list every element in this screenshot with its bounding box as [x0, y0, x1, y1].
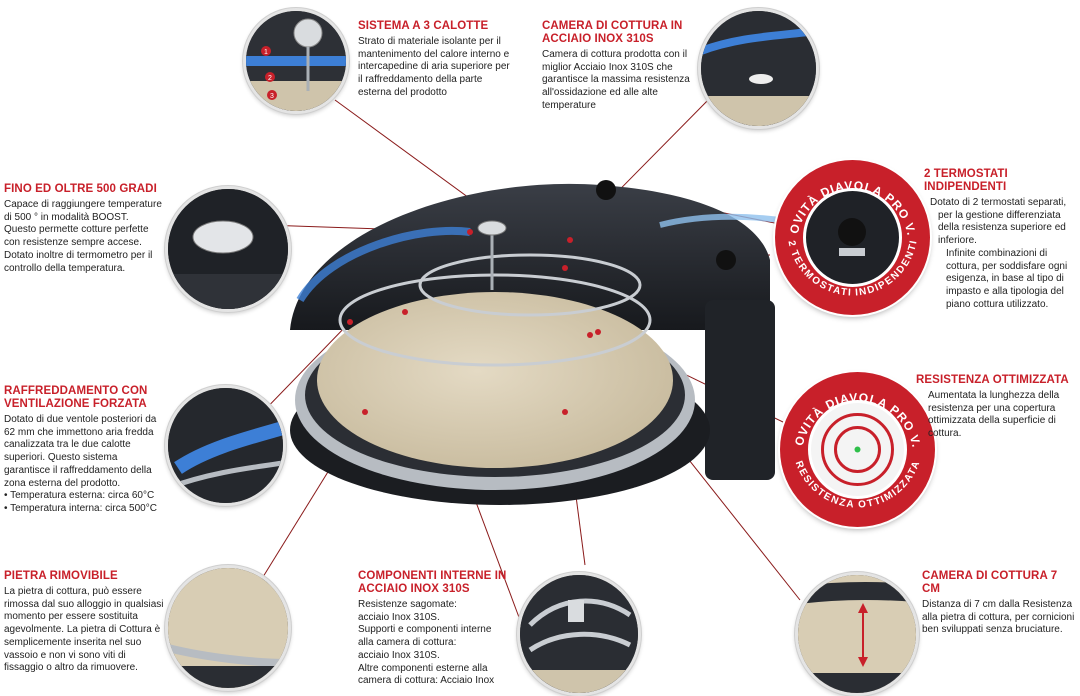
section-resistenza-line: Aumentata la lunghezza della — [928, 390, 1060, 401]
section-componenti-line: acciaio Inox 310S. — [358, 649, 440, 661]
section-resistenza-line: cottura. — [928, 428, 962, 440]
section-camera-inox: CAMERA DI COTTURA IN ACCIAIO INOX 310S C… — [542, 20, 702, 113]
section-raffreddamento-line: • Temperatura interna: circa 500°C — [4, 502, 157, 514]
callout-number-2: 2 — [268, 75, 272, 82]
detail-componenti-image — [517, 572, 641, 696]
section-pietra-line: agevolmente. La pietra di Cottura è — [4, 624, 161, 636]
section-calotte-line: il raffreddamento della parte — [358, 74, 483, 86]
section-camera7-line: Distanza di 7 cm dalla Resistenza — [922, 599, 1073, 610]
callout-number-3: 3 — [270, 93, 274, 100]
section-calotte-line: mantenimento del calore interno e — [358, 48, 510, 60]
section-componenti-line: Supporti e componenti interne — [358, 624, 492, 636]
section-camera7-line: alla pietra di cottura, per cornicioni — [922, 611, 1075, 623]
section-pietra: PIETRA RIMOVIBILE La pietra di cottura, … — [4, 570, 169, 675]
section-calotte: SISTEMA A 3 CALOTTE Strato di materiale … — [358, 20, 528, 100]
section-camera-inox-title: CAMERA DI COTTURA IN ACCIAIO INOX 310S — [542, 20, 702, 46]
section-gradi-line: Capace di raggiungere temperature — [4, 199, 162, 210]
section-camera-inox-line: miglior Acciaio Inox 310S che — [542, 61, 673, 73]
section-componenti: COMPONENTI INTERNE IN ACCIAIO INOX 310S … — [358, 570, 508, 688]
section-termostati-line: per la gestione differenziata — [938, 209, 1061, 221]
section-camera7-line: ben sviluppati senza bruciature. — [922, 624, 1063, 636]
section-raffreddamento-line: garantisce il raffreddamento della — [4, 464, 152, 476]
badge-resistenza: NOVITÀ DIAVOLA PRO V.3 RESISTENZA OTTIMI… — [775, 361, 935, 527]
section-raffreddamento-line: zona esterna del prodotto. — [4, 477, 121, 489]
section-raffreddamento-line: • Temperatura esterna: circa 60°C — [4, 490, 155, 502]
section-termostati-line: Infinite combinazioni di — [946, 247, 1048, 259]
section-pietra-title: PIETRA RIMOVIBILE — [4, 570, 118, 582]
section-termostati-line: della resistenza superiore ed — [938, 222, 1066, 234]
section-raffreddamento-title-line: VENTILAZIONE FORZATA — [4, 398, 147, 410]
section-raffreddamento-title: RAFFREDDAMENTO CON VENTILAZIONE FORZATA — [4, 385, 169, 411]
section-resistenza: RESISTENZA OTTIMIZZATA Aumentata la lung… — [916, 374, 1078, 441]
section-termostati-title: 2 TERMOSTATI INDIPENDENTI — [924, 168, 1008, 193]
section-pietra-line: momento per essere sostituita — [4, 611, 138, 623]
section-componenti-line: Resistenze sagomate: — [358, 599, 457, 610]
detail-camera-inox-image — [698, 8, 819, 129]
section-pietra-line: vassoio e non vi sono viti di — [4, 649, 126, 661]
section-gradi: FINO ED OLTRE 500 GRADI Capace di raggiu… — [4, 183, 164, 275]
section-calotte-line: Strato di materiale isolante per il — [358, 36, 501, 47]
section-pietra-line: fissaggio o altro da rimuovere. — [4, 662, 138, 674]
section-gradi-line: Dotato inoltre di termometro per il — [4, 249, 153, 261]
section-raffreddamento-title-line: RAFFREDDAMENTO CON — [4, 385, 148, 397]
section-resistenza-line: ottimizzata della superficie di — [928, 415, 1056, 427]
section-raffreddamento: RAFFREDDAMENTO CON VENTILAZIONE FORZATA … — [4, 385, 169, 516]
section-camera-inox-line: garantisce la massima resistenza — [542, 74, 690, 86]
section-calotte-line: intercapedine di aria superiore per — [358, 61, 510, 73]
section-termostati-line: impasto e alla tipologia del — [946, 285, 1064, 297]
detail-camera7-image — [795, 572, 919, 696]
callout-number-1: 1 — [264, 49, 268, 56]
section-gradi-line: di 500 ° in modalità BOOST. — [4, 211, 129, 223]
section-termostati-line: cottura, per soddisfare ogni — [946, 260, 1068, 272]
section-gradi-line: controllo della temperatura. — [4, 262, 126, 274]
section-camera-inox-title-line: ACCIAIO INOX 310S — [542, 33, 654, 45]
detail-calotte-image: 1 2 3 — [243, 8, 349, 114]
section-componenti-line: camera di cottura: Acciaio Inox — [358, 675, 495, 687]
section-pietra-line: semplicemente inserita nel suo — [4, 636, 142, 648]
badge-termostati: NOVITÀ DIAVOLA PRO V.3 2 TERMOSTATI INDI… — [770, 149, 930, 315]
section-calotte-title: SISTEMA A 3 CALOTTE — [358, 20, 489, 32]
section-componenti-title-line: ACCIAIO INOX 310S — [358, 583, 470, 595]
section-termostati-line: inferiore. — [938, 235, 977, 247]
section-camera-inox-line: Camera di cottura prodotta con il — [542, 49, 688, 60]
section-gradi-title: FINO ED OLTRE 500 GRADI — [4, 183, 157, 195]
section-raffreddamento-line: 62 mm che immettono aria fredda — [4, 426, 154, 438]
section-camera7: CAMERA DI COTTURA 7 CM Distanza di 7 cm … — [922, 570, 1078, 637]
section-componenti-title: COMPONENTI INTERNE IN ACCIAIO INOX 310S — [358, 570, 508, 596]
section-raffreddamento-line: superiori. Questo sistema — [4, 452, 118, 464]
section-camera-inox-line: all'ossidazione ed alle alte — [542, 87, 658, 99]
section-componenti-title-line: COMPONENTI INTERNE IN — [358, 570, 507, 582]
section-camera7-title: CAMERA DI COTTURA 7 CM — [922, 570, 1058, 595]
section-termostati-line: piano cottura utilizzato. — [946, 298, 1049, 310]
section-pietra-line: rimossa dal suo alloggio in qualsiasi — [4, 598, 164, 610]
section-termostati: 2 TERMOSTATI INDIPENDENTI Dotato di 2 te… — [924, 168, 1080, 311]
section-resistenza-title: RESISTENZA OTTIMIZZATA — [916, 374, 1069, 386]
section-termostati-line: Dotato di 2 termostati separati, — [930, 197, 1067, 208]
section-componenti-line: Altre componenti esterne alla — [358, 662, 488, 674]
section-raffreddamento-line: canalizzata tra le due calotte — [4, 439, 131, 451]
section-termostati-line: esigenza, in base al tipo di — [946, 273, 1064, 285]
section-gradi-line: con resistenze sempre accese. — [4, 237, 142, 249]
section-calotte-line: esterna del prodotto — [358, 86, 447, 98]
section-componenti-line: acciaio Inox 310S. — [358, 611, 440, 623]
section-camera-inox-title-line: CAMERA DI COTTURA IN — [542, 20, 683, 32]
detail-raffreddamento-image — [165, 385, 286, 506]
section-raffreddamento-line: Dotato di due ventole posteriori da — [4, 414, 157, 425]
section-componenti-line: alla camera di cottura: — [358, 637, 457, 649]
section-resistenza-line: resistenza per una copertura — [928, 402, 1056, 414]
section-camera-inox-line: temperature — [542, 99, 596, 111]
section-gradi-line: Questo permette cotture perfette — [4, 224, 149, 236]
detail-gradi-image — [165, 186, 291, 312]
detail-pietra-image — [165, 565, 291, 691]
section-pietra-line: La pietra di cottura, può essere — [4, 586, 142, 597]
